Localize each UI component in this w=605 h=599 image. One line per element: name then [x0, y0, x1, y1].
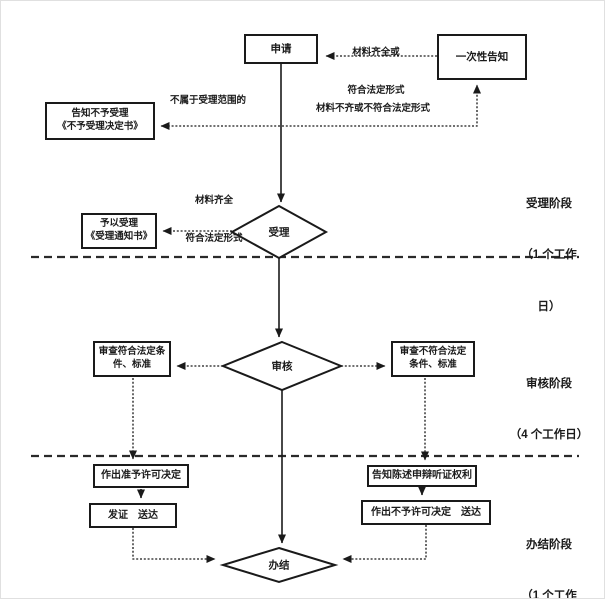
diamond-review: [220, 340, 344, 392]
stage-label-accept-line1: 受理阶段: [526, 197, 572, 210]
node-notify-rights: 告知陈述申辩听证权利: [367, 465, 477, 487]
edge-label-materials-incomplete: 材料不齐或不符合法定形式: [315, 103, 431, 114]
diamond-accept: [229, 204, 329, 260]
node-notify-not-accept-line1: 告知不予受理: [71, 108, 129, 120]
node-grant-accept: 予以受理 《受理通知书》: [81, 213, 157, 249]
stage-label-review: 审核阶段 （4 个工作日）: [510, 341, 589, 479]
node-grant-decision: 作出准予许可决定: [93, 464, 189, 488]
node-review-pass: 审查符合法定条 件、标准: [93, 341, 171, 377]
stage-label-close: 办结阶段 （1 个工作 日）: [521, 502, 577, 599]
edge-label-materials-complete-top-line1: 材料齐全或: [352, 46, 400, 58]
edge-label-materials-complete-mid-line2: 符合法定形式: [185, 233, 243, 245]
node-notify-rights-label: 告知陈述申辩听证权利: [372, 470, 472, 482]
diamond-review-label: 审核: [271, 360, 293, 373]
edge-label-materials-complete-top-line2: 符合法定形式: [347, 85, 405, 97]
edge-label-materials-complete-top: 材料齐全或 符合法定形式: [347, 21, 404, 124]
stage-label-accept-line2: （1 个工作: [521, 249, 577, 262]
node-apply-label: 申请: [270, 42, 292, 55]
node-one-time-notice-label: 一次性告知: [455, 50, 509, 63]
node-issue-deliver: 发证 送达: [89, 503, 177, 528]
node-review-fail-line2: 条件、标准: [409, 359, 457, 370]
stage-label-review-line1: 审核阶段: [526, 377, 572, 390]
node-review-pass-line2: 件、标准: [112, 359, 151, 370]
node-review-pass-line1: 审查符合法定条: [98, 346, 166, 358]
stage-label-close-line2: （1 个工作: [521, 590, 577, 599]
node-notify-not-accept: 告知不予受理 《不予受理决定书》: [45, 102, 155, 140]
stage-label-review-line2: （4 个工作日）: [509, 429, 589, 442]
node-issue-deliver-label: 发证 送达: [108, 509, 158, 521]
node-deny-decision-label: 作出不予许可决定 送达: [371, 506, 481, 518]
node-grant-accept-line1: 予以受理: [99, 218, 138, 230]
edge-branch-to-onetime: [282, 84, 481, 127]
node-grant-accept-line2: 《受理通知书》: [85, 231, 153, 242]
edge-label-not-in-scope: 不属于受理范围的: [169, 95, 247, 106]
stage-label-close-line1: 办结阶段: [526, 538, 572, 551]
edge-label-materials-complete-mid: 材料齐全 符合法定形式: [185, 169, 242, 272]
node-one-time-notice: 一次性告知: [437, 34, 527, 80]
stage-label-accept: 受理阶段 （1 个工作 日）: [521, 161, 577, 351]
edge-issue-to-complete: [132, 528, 216, 563]
node-apply: 申请: [244, 34, 318, 64]
edge-label-materials-complete-mid-line1: 材料齐全: [194, 194, 234, 206]
diamond-complete-label: 办结: [268, 559, 290, 572]
diamond-complete: [219, 546, 339, 584]
node-deny-decision: 作出不予许可决定 送达: [361, 500, 491, 525]
stage-label-accept-line3: 日）: [537, 301, 561, 313]
node-review-fail: 审查不符合法定 条件、标准: [391, 341, 475, 377]
node-notify-not-accept-line2: 《不予受理决定书》: [57, 121, 143, 132]
edge-deny-to-complete: [342, 525, 427, 563]
node-grant-decision-label: 作出准予许可决定: [101, 470, 181, 482]
diamond-accept-label: 受理: [268, 226, 290, 239]
node-review-fail-line1: 审查不符合法定: [399, 346, 467, 358]
